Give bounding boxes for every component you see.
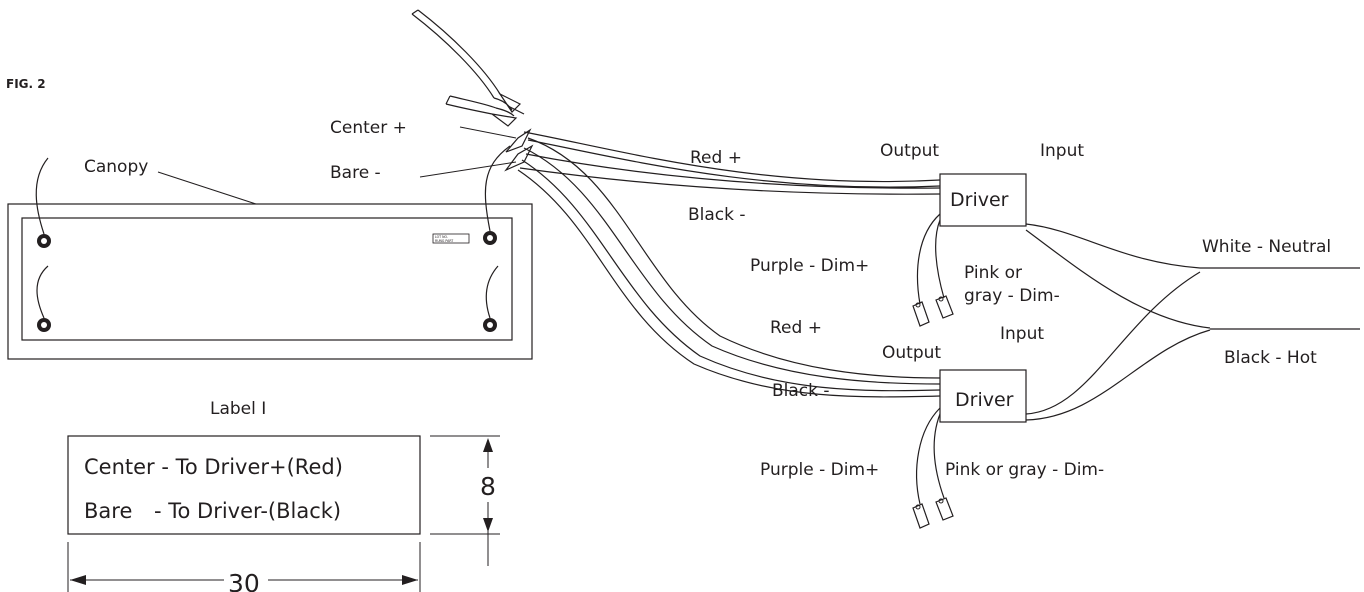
height-dimension: 8 (430, 435, 500, 566)
red-wire-bottom (527, 137, 941, 379)
label-box (67, 435, 421, 535)
driver-top-pink-lead (935, 219, 945, 299)
bare-conductor-tip (504, 144, 534, 172)
label-box-line2-a: Bare (84, 499, 132, 523)
driver-top-purple-wire-nut-icon (912, 301, 930, 327)
canopy-leader-line (157, 171, 257, 205)
driver-bottom-red-label: Red + (770, 318, 822, 338)
red-wire-top (523, 131, 941, 183)
canopy-nameplate: LOT NO. RUNG PART (432, 233, 470, 244)
width-dimension: 30 (67, 542, 421, 592)
height-arrow-down-icon (483, 518, 493, 532)
height-arrow-up-icon (483, 438, 493, 452)
center-leader-line (459, 126, 517, 139)
red-wire-top-edge (527, 139, 941, 188)
wire-cutter-icon (411, 9, 525, 127)
driver-bottom-input-label: Input (1000, 324, 1044, 344)
canopy-lead-bottom-left (36, 265, 49, 319)
driver-bottom-black-label: Black - (772, 381, 830, 401)
driver-top-input-hot (1025, 229, 1211, 329)
nameplate-text-1: LOT NO. (435, 235, 448, 239)
height-dimension-value: 8 (480, 472, 496, 501)
figure-label: FIG. 2 (6, 77, 46, 91)
driver-bottom-input-hot (1025, 329, 1211, 421)
center-plus-label: Center + (330, 118, 407, 138)
driver-top-purple-label: Purple - Dim+ (750, 256, 869, 276)
label-box-title: Label I (210, 399, 266, 419)
driver-top-input-label: Input (1040, 141, 1084, 161)
black-wire-bottom-edge (517, 169, 941, 398)
driver-bottom-box (939, 369, 1027, 423)
driver-bottom-name: Driver (955, 389, 1014, 411)
mounting-nut-bottom-left (37, 318, 51, 332)
canopy-label: Canopy (84, 157, 148, 177)
center-conductor-tip (505, 128, 532, 153)
driver-top-purple-lead (916, 213, 941, 305)
driver-bottom-purple-label: Purple - Dim+ (760, 460, 879, 480)
driver-bottom-pink-wire-nut-icon (935, 497, 954, 521)
driver-bottom-purple-wire-nut-icon (912, 503, 930, 529)
driver-bottom-purple-lead (916, 407, 941, 505)
canopy-lead-top-left (35, 157, 49, 235)
canopy-lead-bottom-right (485, 265, 499, 319)
mains-neutral-label: White - Neutral (1202, 237, 1331, 257)
red-wire-bottom-edge (523, 147, 941, 385)
driver-bottom-input-neutral (1025, 271, 1201, 415)
black-wire-bottom (521, 159, 941, 392)
driver-top-box (939, 173, 1027, 227)
bare-leader-line (419, 161, 517, 178)
mains-hot-label: Black - Hot (1224, 348, 1317, 368)
label-box-line2-b: - To Driver-(Black) (154, 499, 341, 523)
driver-top-red-label: Red + (690, 148, 742, 168)
bare-minus-label: Bare - (330, 163, 381, 183)
mounting-nut-bottom-right (483, 318, 497, 332)
driver-top-name: Driver (950, 189, 1009, 211)
canopy-inner-frame (21, 217, 513, 341)
mounting-nut-top-left (37, 234, 51, 248)
driver-top-pink-wire-nut-icon (935, 295, 954, 319)
nameplate-text-2: RUNG PART (435, 239, 453, 243)
driver-bottom-output-label: Output (882, 343, 941, 363)
driver-bottom-pink-lead (933, 413, 945, 499)
driver-bottom-pink-label: Pink or gray - Dim- (945, 460, 1104, 480)
label-box-line1: Center - To Driver+(Red) (84, 455, 343, 479)
driver-top-pink-label-2: gray - Dim- (964, 286, 1060, 306)
driver-top-output-label: Output (880, 141, 939, 161)
canopy-main-lead (484, 145, 511, 232)
width-dimension-value: 30 (228, 569, 260, 592)
mounting-nut-top-right (483, 231, 497, 245)
canopy: LOT NO. RUNG PART Canopy (7, 157, 533, 360)
driver-top-input-neutral (1025, 223, 1201, 269)
width-arrow-right-icon (402, 575, 418, 585)
black-wire-top (525, 153, 941, 189)
width-arrow-left-icon (70, 575, 86, 585)
driver-top-pink-label-1: Pink or (964, 263, 1022, 283)
driver-top-black-label: Black - (688, 205, 746, 225)
